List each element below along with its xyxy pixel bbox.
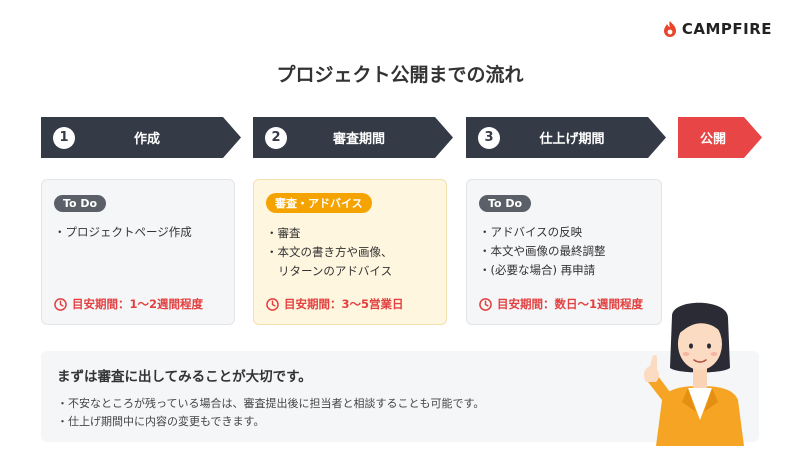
clock-icon <box>266 297 279 311</box>
period-estimate: 目安期間：数日〜1週間程度 <box>479 296 643 312</box>
step-label: 仕上げ期間 <box>539 132 605 147</box>
pointing-woman-illustration <box>643 302 744 446</box>
list-item: 仕上げ期間中に内容の変更もできます。 <box>57 413 743 431</box>
page-title: プロジェクト公開までの流れ <box>276 64 524 86</box>
period-text: 目安期間：数日〜1週間程度 <box>497 297 644 311</box>
list-item: アドバイスの反映 <box>479 223 649 242</box>
step-create: 1 作成 <box>41 117 241 158</box>
list-item: 本文の書き方や画像、 <box>266 243 434 262</box>
task-list: プロジェクトページ作成 <box>54 223 222 242</box>
note-list: 不安なところが残っている場合は、審査提出後に担当者と相談することも可能です。 仕… <box>57 395 743 431</box>
period-text: 目安期間：1〜2週間程度 <box>72 297 204 311</box>
review-card: 審査・アドバイス 審査 本文の書き方や画像、 リターンのアドバイス 目安期間：3… <box>253 179 447 325</box>
step-review: 2 審査期間 <box>253 117 453 158</box>
step-label: 作成 <box>133 132 160 147</box>
list-item: (必要な場合) 再申請 <box>479 261 649 280</box>
brand-name: CAMPFIRE <box>681 20 772 38</box>
clock-icon <box>479 297 492 311</box>
clock-icon <box>54 297 67 311</box>
note-title: まずは審査に出してみることが大切です。 <box>57 369 312 385</box>
create-card: To Do プロジェクトページ作成 目安期間：1〜2週間程度 <box>41 179 235 325</box>
todo-badge: To Do <box>54 195 107 212</box>
period-estimate: 目安期間：3〜5営業日 <box>266 296 404 312</box>
step-finishing: 3 仕上げ期間 <box>466 117 666 158</box>
review-badge: 審査・アドバイス <box>266 193 372 213</box>
step-label: 審査期間 <box>332 132 385 147</box>
step-label: 公開 <box>699 132 726 147</box>
list-item: 審査 <box>266 224 434 243</box>
advice-note: まずは審査に出してみることが大切です。 不安なところが残っている場合は、審査提出… <box>41 351 759 442</box>
campfire-logo[interactable]: CAMPFIRE <box>663 20 772 38</box>
finishing-card: To Do アドバイスの反映 本文や画像の最終調整 (必要な場合) 再申請 目安… <box>466 179 662 325</box>
task-list: アドバイスの反映 本文や画像の最終調整 (必要な場合) 再申請 <box>479 223 649 280</box>
list-item: 本文や画像の最終調整 <box>479 242 649 261</box>
period-estimate: 目安期間：1〜2週間程度 <box>54 296 203 312</box>
step-publish: 公開 <box>678 117 762 158</box>
period-text: 目安期間：3〜5営業日 <box>284 297 404 311</box>
flame-icon <box>663 21 676 37</box>
list-item: 不安なところが残っている場合は、審査提出後に担当者と相談することも可能です。 <box>57 395 743 413</box>
list-item: プロジェクトページ作成 <box>54 223 222 242</box>
step-number: 1 <box>53 127 75 149</box>
task-list: 審査 本文の書き方や画像、 リターンのアドバイス <box>266 224 434 281</box>
step-number: 2 <box>265 127 287 149</box>
step-number: 3 <box>478 127 500 149</box>
list-item-continued: リターンのアドバイス <box>278 264 393 278</box>
todo-badge: To Do <box>479 195 532 212</box>
